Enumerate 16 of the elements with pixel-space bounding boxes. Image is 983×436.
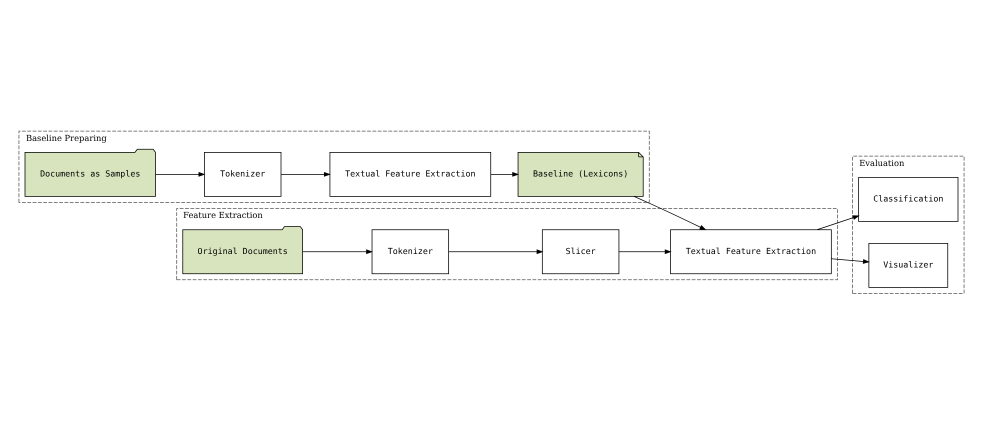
arrow [448,249,544,254]
node-box: Visualizer [868,242,948,288]
arrow [490,172,520,177]
node-box: Textual Feature Extraction [330,152,492,197]
arrow [816,215,860,230]
arrow [155,172,206,177]
arrow [831,258,870,264]
arrow [618,249,672,254]
node-box: Textual Feature Extraction [670,229,832,274]
node-box: Slicer [542,229,620,274]
node-box: Classification [858,177,958,222]
arrow [302,249,373,254]
node-box: Tokenizer [372,229,450,274]
node-box: Tokenizer [204,152,282,197]
arrow [634,196,706,230]
arrow [280,172,331,177]
